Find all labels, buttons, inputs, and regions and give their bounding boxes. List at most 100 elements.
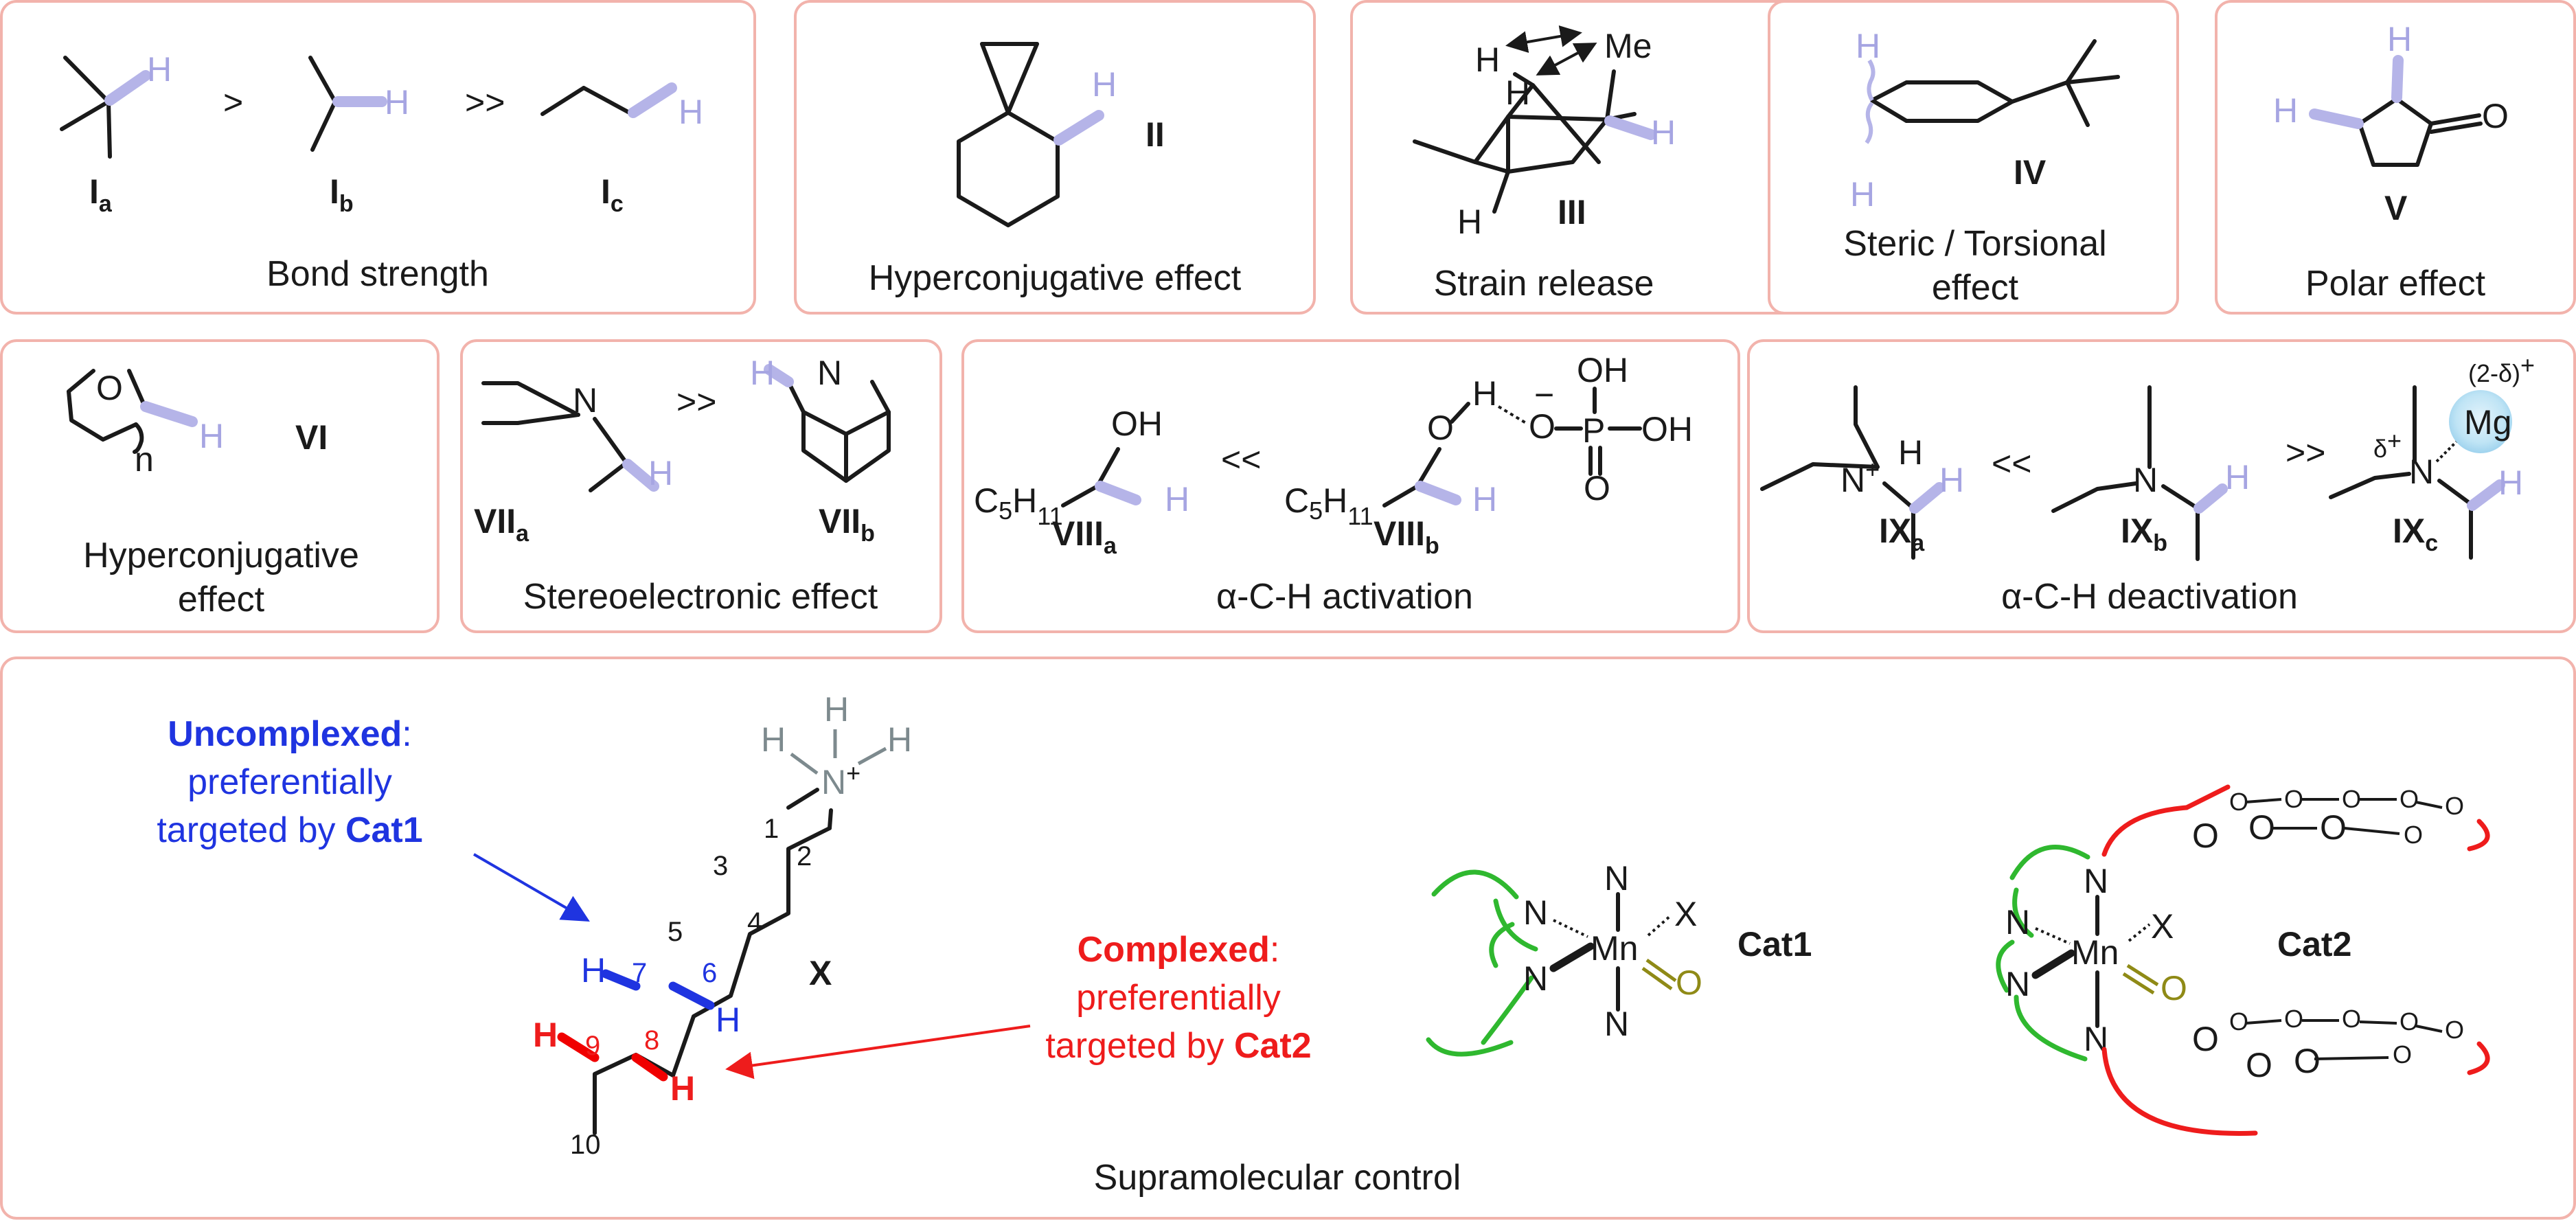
svg-text:O: O bbox=[2284, 1005, 2303, 1033]
label-Ia: Ia bbox=[89, 172, 113, 217]
svg-text:O: O bbox=[2320, 808, 2347, 847]
nitrogen-atom: N bbox=[573, 381, 597, 420]
label-Ic: Ic bbox=[601, 172, 624, 217]
panel-caption: Bond strength bbox=[266, 254, 489, 294]
svg-text:preferentially: preferentially bbox=[1076, 978, 1281, 1018]
molecule-VIIIb: O H C5H11 H O − P OH OH O bbox=[1284, 351, 1693, 530]
operator-greater: > bbox=[223, 83, 243, 122]
h-atom: H bbox=[1472, 374, 1497, 413]
molecule-IV: H H bbox=[1850, 27, 2120, 214]
hydroxyl-group: OH bbox=[1111, 404, 1163, 443]
manganese-atom: Mn bbox=[1591, 929, 1638, 968]
svg-text:O: O bbox=[2192, 1020, 2219, 1058]
h-atom: H bbox=[1651, 113, 1676, 152]
label-IV: IV bbox=[2014, 153, 2047, 192]
svg-text:preferentially: preferentially bbox=[187, 762, 392, 802]
panel-polar-effect: O H H V Polar effect bbox=[2215, 0, 2576, 315]
svg-text:O: O bbox=[2294, 1042, 2321, 1080]
oxo-oxygen: O bbox=[2161, 969, 2187, 1007]
panel-caption: Polar effect bbox=[2305, 264, 2486, 304]
svg-text:O: O bbox=[2246, 1046, 2272, 1084]
uncomplexed-annotation: Uncomplexed: preferentially targeted by … bbox=[157, 714, 590, 922]
svg-text:O: O bbox=[2248, 808, 2275, 847]
h-atom: H bbox=[679, 93, 703, 131]
operator-much-greater: >> bbox=[465, 83, 505, 122]
panel-caption-line1: Steric / Torsional bbox=[1843, 224, 2106, 264]
oxygen-atom: O bbox=[1584, 469, 1610, 507]
molecule-Ic: H Ic bbox=[540, 82, 703, 217]
h-atom: H bbox=[1472, 480, 1497, 518]
label-X: X bbox=[809, 954, 832, 992]
label-VIIIb: VIIIb bbox=[1374, 514, 1439, 559]
svg-text:N: N bbox=[1604, 859, 1629, 898]
position-3: 3 bbox=[713, 851, 728, 881]
molecule-VI: O H n bbox=[67, 369, 224, 479]
position-5: 5 bbox=[668, 917, 683, 947]
panel-alpha-ch-deactivation: N+ H H IXa << N H IXb >> N δ+ Mg bbox=[1747, 339, 2576, 633]
phosphorus-atom: P bbox=[1582, 411, 1605, 450]
ammonium-nitrogen: N+ bbox=[821, 759, 860, 801]
svg-text:O: O bbox=[2192, 817, 2219, 855]
h-atom: H bbox=[385, 83, 409, 122]
molecule-VIIIa: OH H C5H11 bbox=[974, 404, 1189, 530]
oxo-oxygen: O bbox=[1676, 963, 1702, 1002]
position-1: 1 bbox=[764, 814, 779, 844]
svg-text:O: O bbox=[2393, 1040, 2412, 1069]
svg-text:O: O bbox=[2445, 1016, 2464, 1044]
svg-text:O: O bbox=[2342, 785, 2361, 813]
svg-text:O: O bbox=[2400, 1007, 2419, 1036]
label-VIIIa: VIIIa bbox=[1052, 514, 1117, 559]
h-atom: H bbox=[2498, 464, 2523, 502]
panel-bond-strength: H Ia > H Ib >> H Ic Bond strength bbox=[0, 0, 756, 315]
label-VIIb: VIIb bbox=[819, 502, 875, 547]
h-atom: H bbox=[1505, 73, 1530, 112]
h-atom: H bbox=[1457, 203, 1482, 241]
molecule-IXc: N δ+ Mg (2-δ)+ H bbox=[2329, 351, 2535, 560]
svg-text:targeted by Cat2: targeted by Cat2 bbox=[1045, 1026, 1311, 1066]
label-VI: VI bbox=[295, 418, 328, 457]
panel-caption-line2: effect bbox=[1932, 268, 2019, 308]
position-8: 8 bbox=[644, 1025, 659, 1055]
label-cat2: Cat2 bbox=[2277, 925, 2351, 963]
svg-text:Complexed:: Complexed: bbox=[1078, 930, 1280, 970]
operator-much-greater: >> bbox=[676, 383, 716, 421]
crown-ether-bottom: O O O O O O O O O bbox=[2192, 1005, 2490, 1084]
h-atom: H bbox=[824, 690, 849, 729]
panel-steric-torsional-effect: H H IV Steric / Torsional effect bbox=[1768, 0, 2179, 315]
h-atom: H bbox=[2225, 458, 2250, 497]
methyl-label: Me bbox=[1604, 27, 1652, 65]
h-atom: H bbox=[1898, 433, 1923, 472]
panel-caption: α-C-H activation bbox=[1216, 577, 1473, 617]
operator-much-greater: >> bbox=[2286, 433, 2325, 472]
svg-text:O: O bbox=[2400, 785, 2419, 813]
svg-text:Uncomplexed:: Uncomplexed: bbox=[168, 714, 411, 754]
svg-text:O: O bbox=[2445, 792, 2464, 820]
label-V: V bbox=[2384, 189, 2408, 227]
panel-stereoelectronic-effect: N H VIIa >> N H VIIb Stereoelectronic ef… bbox=[460, 339, 942, 633]
panel-caption-line1: Hyperconjugative bbox=[83, 536, 359, 575]
svg-text:N: N bbox=[1523, 959, 1548, 998]
molecule-X: N+ H H H H H H H 1 2 3 4 5 6 7 bbox=[533, 690, 912, 1160]
x-ligand: X bbox=[2151, 907, 2174, 946]
h-atom: H bbox=[2387, 20, 2412, 58]
nitrogen-atom: N bbox=[2409, 453, 2434, 491]
h-atom: H bbox=[2273, 91, 2298, 130]
panel-caption: α-C-H deactivation bbox=[2001, 577, 2298, 617]
label-II: II bbox=[1145, 115, 1165, 154]
svg-text:targeted by Cat1: targeted by Cat1 bbox=[157, 810, 422, 850]
crown-ether-top: O O O O O O O O O bbox=[2184, 784, 2490, 855]
panel-caption: Supramolecular control bbox=[1094, 1158, 1461, 1198]
x-ligand: X bbox=[1674, 895, 1697, 933]
svg-text:N: N bbox=[1604, 1005, 1629, 1043]
panel-supramolecular-control: Uncomplexed: preferentially targeted by … bbox=[0, 657, 2576, 1220]
position-10: 10 bbox=[570, 1130, 601, 1160]
magnesium-charge: (2-δ)+ bbox=[2468, 351, 2535, 387]
h-atom: H bbox=[750, 354, 775, 392]
svg-text:O: O bbox=[2229, 788, 2248, 816]
operator-much-less: << bbox=[1221, 440, 1261, 479]
panel-caption-line2: effect bbox=[178, 580, 265, 619]
label-IXa: IXa bbox=[1879, 512, 1925, 556]
hydroxyl-group: OH bbox=[1641, 410, 1693, 448]
subscript-n: n bbox=[135, 440, 154, 479]
